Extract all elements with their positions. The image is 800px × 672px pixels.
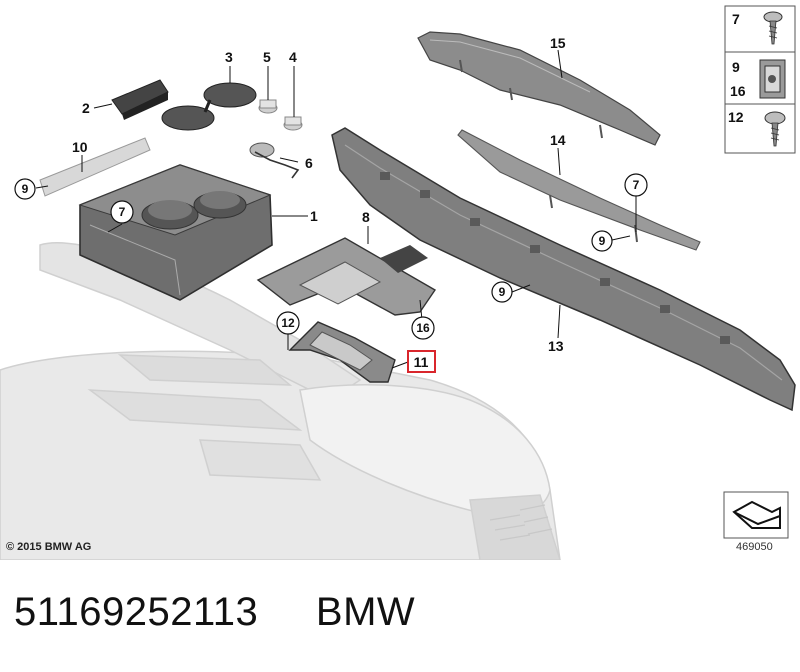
part-15-trim-strip (417, 31, 661, 146)
callout-circle-7a: 7 (110, 200, 134, 224)
callout-circle-9a: 9 (14, 178, 36, 200)
screw-icon-2 (764, 111, 786, 147)
legend-16: 16 (730, 83, 746, 99)
clip-nut-icon (759, 59, 786, 99)
part-1-cupholder (78, 164, 273, 301)
svg-text:11: 11 (414, 354, 429, 370)
callout-2: 2 (82, 100, 90, 116)
part-13-side-panel (331, 127, 796, 412)
part-8-trim-frame (256, 237, 437, 316)
callout-14: 14 (550, 132, 566, 148)
callout-1: 1 (310, 208, 318, 224)
part-6-socket (249, 142, 300, 179)
diagram-reference-number: 469050 (736, 541, 773, 553)
part-10-strip (39, 137, 151, 197)
callout-circle-9c: 9 (591, 230, 613, 252)
svg-text:16: 16 (416, 321, 430, 335)
callout-10: 10 (72, 139, 88, 155)
callouts: 2 3 5 4 6 10 1 8 13 14 15 9 7 12 16 9 (14, 35, 648, 373)
part-5-cap (258, 99, 278, 114)
part-14-trim-strip (457, 129, 701, 251)
callout-15: 15 (550, 35, 566, 51)
callout-6: 6 (305, 155, 313, 171)
leader-lines (35, 49, 637, 369)
callout-8: 8 (362, 209, 370, 225)
legend-9: 9 (732, 59, 740, 75)
callout-circle-12: 12 (276, 311, 300, 335)
legend-7: 7 (732, 11, 740, 27)
copyright-text: © 2015 BMW AG (6, 541, 92, 553)
callout-circle-7b: 7 (624, 173, 648, 197)
diagram-reference-icon (723, 491, 789, 539)
console-vents (489, 504, 553, 541)
legend-12: 12 (728, 109, 744, 125)
svg-text:9: 9 (22, 182, 29, 196)
callout-13: 13 (548, 338, 564, 354)
part-11-gear-trim (288, 321, 396, 383)
part-number: 51169252113 (14, 590, 259, 634)
callout-11-highlighted: 11 (407, 350, 436, 373)
center-console-ghost (0, 242, 561, 560)
svg-text:9: 9 (599, 234, 606, 248)
svg-text:7: 7 (119, 205, 126, 219)
callout-5: 5 (263, 49, 271, 65)
callout-3: 3 (225, 49, 233, 65)
svg-text:7: 7 (633, 178, 640, 192)
fastener-legend: 7 9 16 12 (724, 5, 796, 154)
callout-4: 4 (289, 49, 297, 65)
svg-text:9: 9 (499, 285, 506, 299)
svg-text:12: 12 (281, 316, 295, 330)
brand-name: BMW (315, 590, 416, 634)
parts-diagram: 2 3 5 4 6 10 1 8 13 14 15 9 7 12 16 9 (0, 5, 796, 560)
callout-circle-9b: 9 (491, 281, 513, 303)
part-3-mats (161, 82, 257, 131)
footer-caption: 51169252113 BMW (14, 590, 415, 635)
screw-icon (763, 11, 783, 45)
part-2-tray (111, 79, 169, 120)
part-4-cap (283, 116, 303, 131)
callout-circle-16: 16 (411, 316, 435, 340)
